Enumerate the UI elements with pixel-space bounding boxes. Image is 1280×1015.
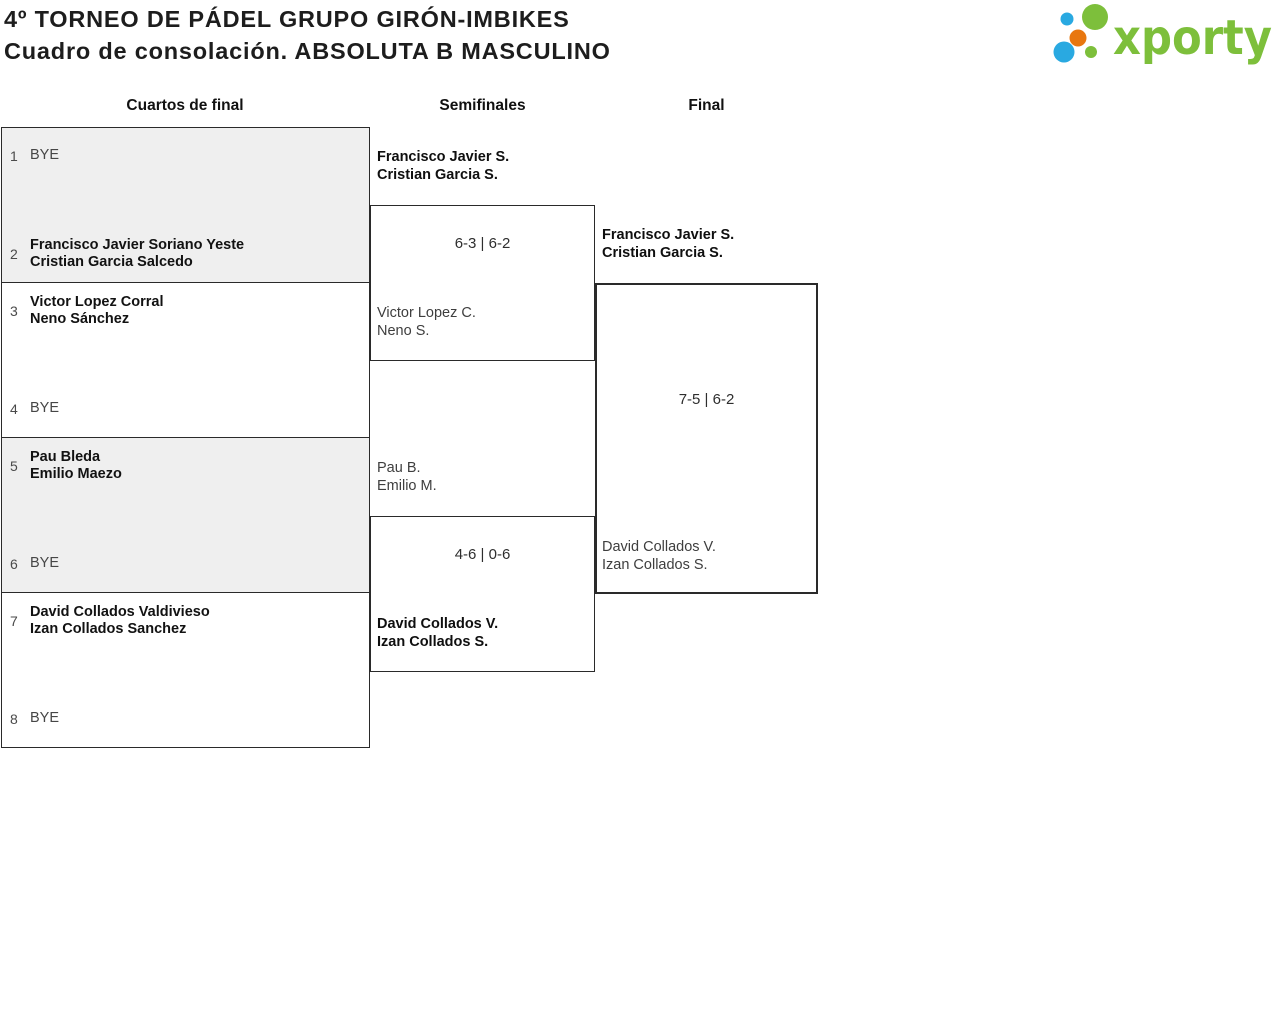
- team-name: BYE: [30, 710, 59, 728]
- round-header-cuartos-de-final: Cuartos de final: [126, 97, 244, 114]
- team-name: BYE: [30, 147, 59, 165]
- seed: 7: [10, 613, 18, 629]
- semifinal-1-box[interactable]: [370, 205, 595, 361]
- final-score: 7-5 | 6-2: [678, 391, 735, 408]
- semifinal-1-team-bottom: Victor Lopez C. Neno S.: [377, 304, 593, 340]
- team-line: David Collados V.: [602, 539, 716, 555]
- semifinal-2-team-top: Pau B. Emilio M.: [377, 459, 593, 495]
- team-line: David Collados Valdivieso: [30, 603, 210, 620]
- logo-dot-green-large: [1082, 4, 1108, 30]
- team-line: Victor Lopez Corral: [30, 293, 164, 310]
- team-line: Cristian Garcia S.: [377, 167, 498, 183]
- team-line: Victor Lopez C.: [377, 305, 476, 321]
- team-line: Neno Sánchez: [30, 311, 130, 327]
- quarterfinal-1-slot-top: 1 BYE: [2, 128, 369, 184]
- page-subtitle: Cuadro de consolación. ABSOLUTA B MASCUL…: [4, 38, 611, 64]
- page-title-block: 4º TORNEO DE PÁDEL GRUPO GIRÓN-IMBIKES C…: [4, 3, 611, 67]
- team-line: Cristian Garcia Salcedo: [30, 254, 193, 270]
- team-line: Emilio M.: [377, 478, 437, 494]
- semifinal-2-box[interactable]: [370, 516, 595, 672]
- seed: 4: [10, 401, 18, 417]
- team-line: Izan Collados S.: [602, 557, 708, 573]
- semifinal-2-score: 4-6 | 0-6: [454, 546, 511, 563]
- quarterfinal-1-slot-bottom: 2 Francisco Javier Soriano Yeste Cristia…: [2, 226, 369, 282]
- team-line: Cristian Garcia S.: [602, 245, 723, 261]
- team-line: Pau B.: [377, 460, 421, 476]
- round-header-final: Final: [688, 97, 725, 114]
- team-line: BYE: [30, 555, 60, 572]
- team-line: Izan Collados Sanchez: [30, 621, 187, 637]
- xporty-logo[interactable]: xporty: [1042, 0, 1276, 75]
- logo-text: xporty: [1113, 10, 1272, 66]
- team-line: BYE: [30, 710, 60, 727]
- round-header-semifinales: Semifinales: [439, 97, 526, 114]
- quarterfinal-4-slot-bottom: 8 BYE: [2, 691, 369, 747]
- team-name: BYE: [30, 400, 59, 418]
- team-line: Francisco Javier S.: [377, 149, 510, 165]
- team-line: David Collados V.: [377, 616, 499, 632]
- team-line: Francisco Javier S.: [602, 227, 735, 243]
- quarterfinals-column: 1 BYE 2 Francisco Javier Soriano Yeste C…: [1, 127, 370, 748]
- seed: 1: [10, 148, 18, 164]
- team-name: BYE: [30, 555, 59, 573]
- quarterfinal-2-slot-top: 3 Victor Lopez Corral Neno Sánchez: [2, 283, 369, 339]
- team-line: Francisco Javier Soriano Yeste: [30, 236, 245, 253]
- semifinal-1-team-top: Francisco Javier S. Cristian Garcia S.: [377, 148, 593, 184]
- final-box[interactable]: [595, 283, 818, 594]
- team-line: BYE: [30, 147, 60, 164]
- quarterfinal-4-box[interactable]: 7 David Collados Valdivieso Izan Collado…: [1, 592, 370, 748]
- page-title: 4º TORNEO DE PÁDEL GRUPO GIRÓN-IMBIKES: [4, 6, 570, 32]
- seed: 3: [10, 303, 18, 319]
- quarterfinal-2-box[interactable]: 3 Victor Lopez Corral Neno Sánchez 4 BYE: [1, 282, 370, 438]
- quarterfinal-3-slot-top: 5 Pau Bleda Emilio Maezo: [2, 438, 369, 494]
- team-line: Neno S.: [377, 323, 430, 339]
- quarterfinal-1-box[interactable]: 1 BYE 2 Francisco Javier Soriano Yeste C…: [1, 127, 370, 283]
- team-line: Emilio Maezo: [30, 466, 122, 482]
- team-line: BYE: [30, 400, 60, 417]
- semifinal-1-score: 6-3 | 6-2: [454, 235, 511, 252]
- quarterfinal-4-slot-top: 7 David Collados Valdivieso Izan Collado…: [2, 593, 369, 649]
- logo-dot-orange: [1069, 29, 1087, 47]
- seed: 8: [10, 711, 18, 727]
- logo-dot-blue-small: [1060, 12, 1074, 26]
- team-name: Victor Lopez Corral Neno Sánchez: [30, 294, 163, 329]
- logo-dot-blue-large: [1053, 41, 1075, 63]
- final-team-bottom: David Collados V. Izan Collados S.: [602, 538, 818, 574]
- logo-dot-green-small: [1085, 46, 1097, 58]
- seed: 2: [10, 246, 18, 262]
- quarterfinal-3-box[interactable]: 5 Pau Bleda Emilio Maezo 6 BYE: [1, 437, 370, 593]
- team-name: Francisco Javier Soriano Yeste Cristian …: [30, 237, 244, 272]
- semifinal-2-team-bottom: David Collados V. Izan Collados S.: [377, 615, 593, 651]
- final-team-top: Francisco Javier S. Cristian Garcia S.: [602, 226, 818, 262]
- seed: 6: [10, 556, 18, 572]
- quarterfinal-3-slot-bottom: 6 BYE: [2, 536, 369, 592]
- seed: 5: [10, 458, 18, 474]
- team-line: Izan Collados S.: [377, 634, 489, 650]
- team-name: David Collados Valdivieso Izan Collados …: [30, 604, 210, 639]
- team-line: Pau Bleda: [30, 448, 101, 465]
- team-name: Pau Bleda Emilio Maezo: [30, 449, 122, 484]
- quarterfinal-2-slot-bottom: 4 BYE: [2, 381, 369, 437]
